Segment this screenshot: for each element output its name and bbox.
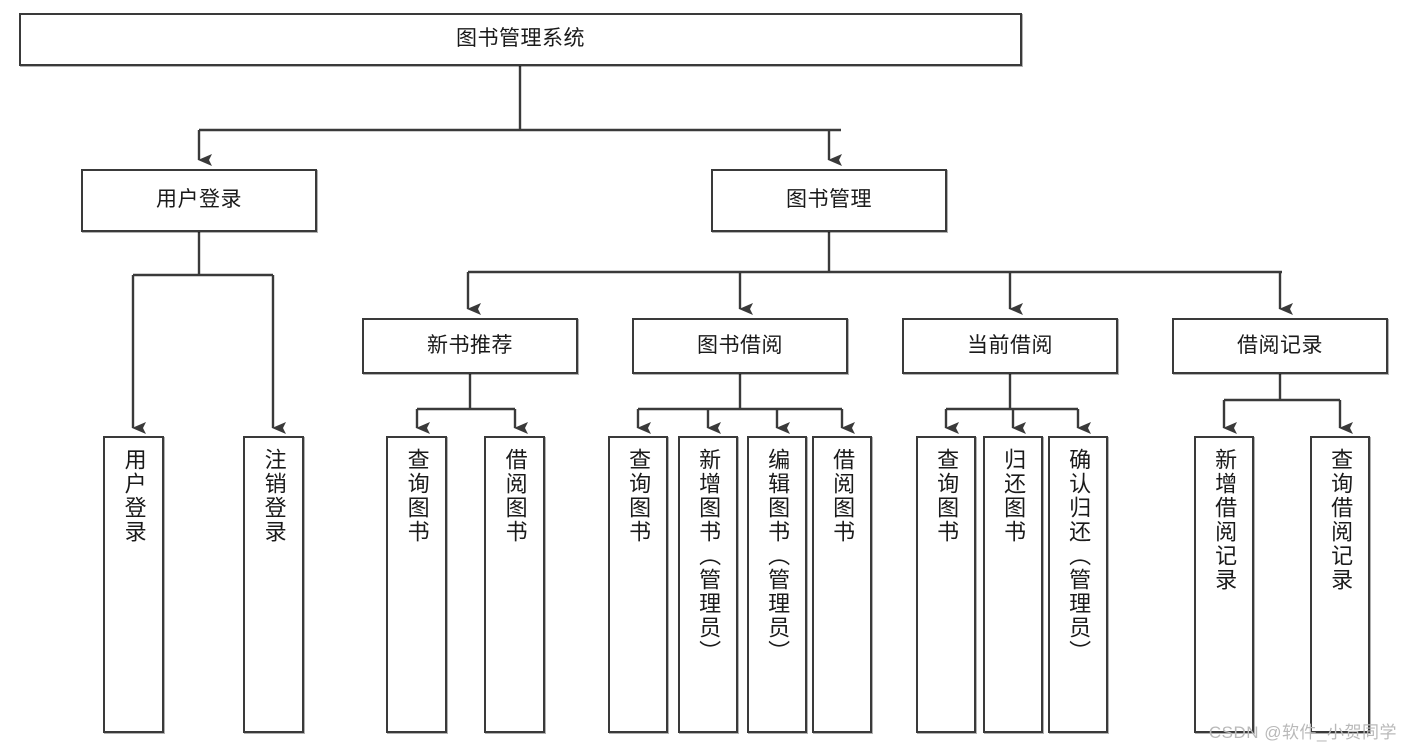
node-new-book-recommend[interactable]: 新书推荐: [362, 318, 578, 374]
node-leaf-query-borrow-record[interactable]: 查询借阅记录: [1310, 436, 1370, 733]
node-leaf-borrow-books-borrow-label: 借阅图书: [830, 448, 856, 544]
csdn-watermark: CSDN @软件_小贺同学: [1208, 723, 1397, 742]
node-leaf-add-book-admin-label: 新增图书（管理员）: [696, 448, 722, 664]
node-leaf-user-login-label: 用户登录: [121, 448, 147, 544]
node-leaf-return-books[interactable]: 归还图书: [983, 436, 1043, 733]
node-book-borrow-label: 图书借阅: [697, 333, 783, 357]
node-leaf-borrow-books-recommend[interactable]: 借阅图书: [484, 436, 545, 733]
node-current-borrow-label: 当前借阅: [967, 333, 1053, 357]
node-leaf-edit-book-admin[interactable]: 编辑图书（管理员）: [747, 436, 807, 733]
node-leaf-query-books-borrow[interactable]: 查询图书: [608, 436, 668, 733]
node-leaf-query-books-current[interactable]: 查询图书: [916, 436, 976, 733]
node-book-borrow[interactable]: 图书借阅: [632, 318, 848, 374]
node-leaf-user-login[interactable]: 用户登录: [103, 436, 164, 733]
node-book-management[interactable]: 图书管理: [711, 169, 947, 232]
node-leaf-logout[interactable]: 注销登录: [243, 436, 304, 733]
node-leaf-query-books-recommend-label: 查询图书: [404, 448, 430, 544]
node-leaf-query-borrow-record-label: 查询借阅记录: [1328, 448, 1354, 592]
node-root-label: 图书管理系统: [456, 27, 585, 51]
node-leaf-return-books-label: 归还图书: [1001, 448, 1027, 544]
node-new-book-recommend-label: 新书推荐: [427, 333, 513, 357]
node-borrow-records[interactable]: 借阅记录: [1172, 318, 1388, 374]
node-leaf-borrow-books-recommend-label: 借阅图书: [502, 448, 528, 544]
node-leaf-query-books-borrow-label: 查询图书: [626, 448, 652, 544]
node-leaf-add-book-admin[interactable]: 新增图书（管理员）: [678, 436, 738, 733]
node-root[interactable]: 图书管理系统: [19, 13, 1022, 66]
node-leaf-query-books-current-label: 查询图书: [934, 448, 960, 544]
node-leaf-logout-label: 注销登录: [261, 448, 287, 544]
node-leaf-confirm-return-admin-label: 确认归还（管理员）: [1066, 448, 1092, 664]
node-current-borrow[interactable]: 当前借阅: [902, 318, 1118, 374]
node-leaf-add-borrow-record-label: 新增借阅记录: [1212, 448, 1238, 592]
node-leaf-edit-book-admin-label: 编辑图书（管理员）: [765, 448, 791, 664]
node-leaf-query-books-recommend[interactable]: 查询图书: [386, 436, 447, 733]
node-user-login-label: 用户登录: [156, 188, 242, 212]
node-leaf-confirm-return-admin[interactable]: 确认归还（管理员）: [1048, 436, 1108, 733]
node-leaf-add-borrow-record[interactable]: 新增借阅记录: [1194, 436, 1254, 733]
node-user-login[interactable]: 用户登录: [81, 169, 317, 232]
node-book-management-label: 图书管理: [786, 188, 872, 212]
node-borrow-records-label: 借阅记录: [1237, 333, 1323, 357]
node-leaf-borrow-books-borrow[interactable]: 借阅图书: [812, 436, 872, 733]
